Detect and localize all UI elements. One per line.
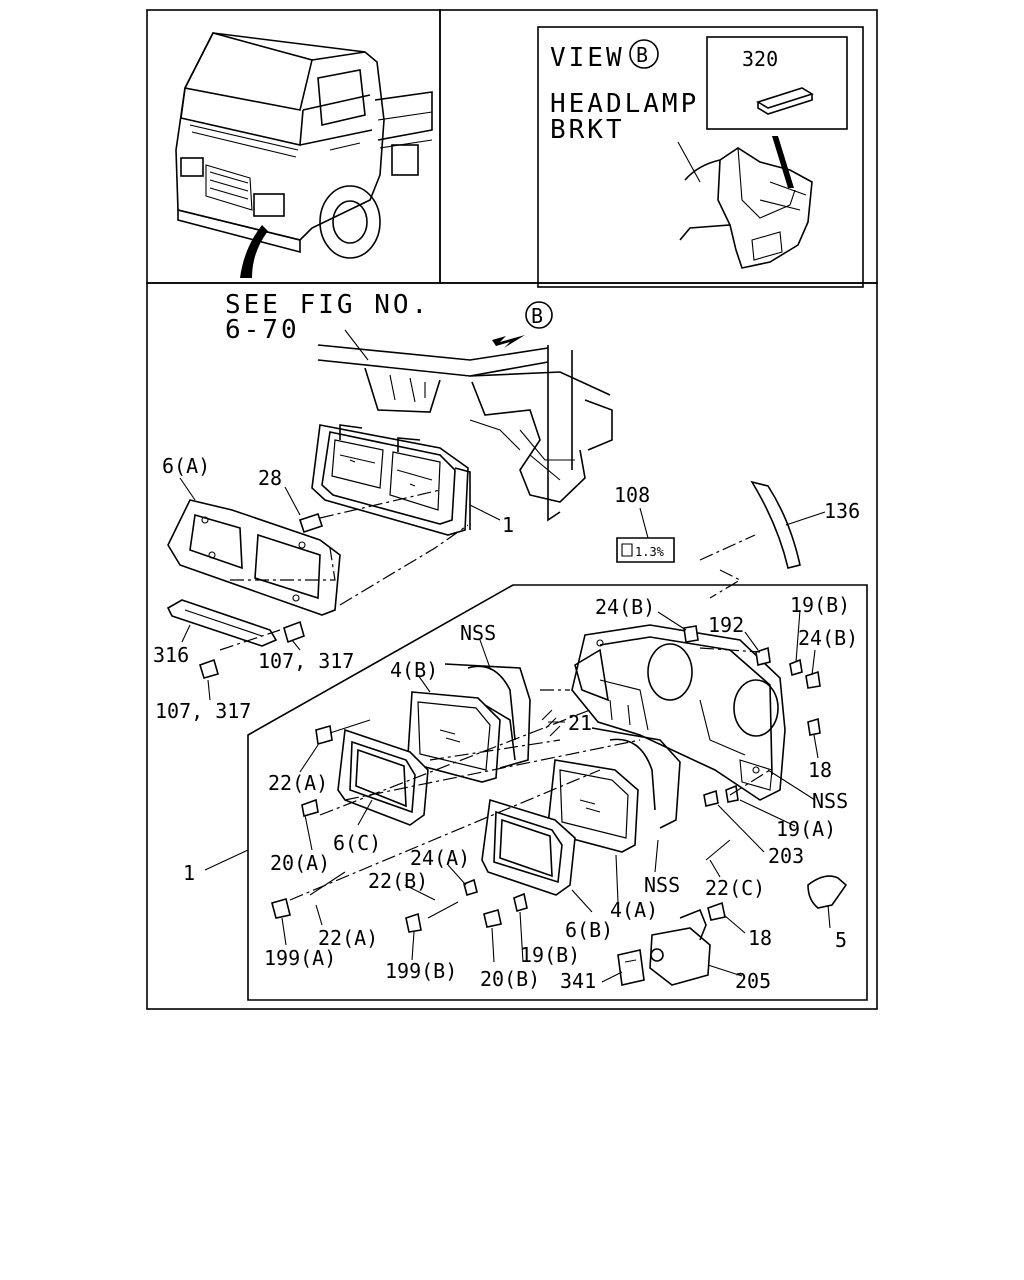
- label-199b: 199(B): [385, 959, 457, 983]
- label-6c: 6(C): [333, 831, 381, 855]
- bezel-6b: [481, 798, 576, 896]
- diagram-frames: [146, 9, 878, 1010]
- leader-lines-upper: [179, 477, 826, 701]
- label-5: 5: [835, 928, 847, 952]
- lower-fasteners: [271, 625, 848, 933]
- label-19b-bottom: 19(B): [520, 943, 580, 967]
- label-nss-bottom: NSS: [644, 873, 680, 897]
- label-22c: 22(C): [705, 876, 765, 900]
- label-107-317-a: 107, 317: [258, 649, 354, 673]
- label-22a-top: 22(A): [268, 771, 328, 795]
- label-24b-right: 24(B): [798, 626, 858, 650]
- label-6b: 6(B): [565, 918, 613, 942]
- label-136: 136: [824, 499, 860, 523]
- label-199a: 199(A): [264, 946, 336, 970]
- sealed-beam-4a: [547, 727, 681, 853]
- label-205: 205: [735, 969, 771, 993]
- label-18-right: 18: [808, 758, 832, 782]
- label-24b-top: 24(B): [595, 595, 655, 619]
- headlamp-bracket: [571, 624, 786, 801]
- view-letter-b: B: [636, 43, 648, 67]
- label-24a: 24(A): [410, 846, 470, 870]
- see-fig-label-2: 6-70: [225, 315, 300, 345]
- label-nss-right: NSS: [812, 789, 848, 813]
- label-4b: 4(B): [390, 658, 438, 682]
- label-6a: 6(A): [162, 454, 210, 478]
- label-20b: 20(B): [480, 967, 540, 991]
- bezel-6a: [167, 499, 341, 616]
- see-fig-label-1: SEE FIG NO.: [225, 290, 430, 320]
- label-108-tag: 1.3%: [635, 545, 665, 559]
- label-22b: 22(B): [368, 869, 428, 893]
- bezel-6c: [337, 728, 429, 826]
- label-203: 203: [768, 844, 804, 868]
- label-320: 320: [742, 47, 778, 71]
- view-b-inset: VIEW B 320 HEADLAMP BRKT: [550, 39, 814, 269]
- label-28: 28: [258, 466, 282, 490]
- headlamp-assembly-upper: [311, 424, 471, 536]
- trim-316: [166, 599, 278, 647]
- view-title: VIEW: [550, 43, 625, 73]
- label-nss-top: NSS: [460, 621, 496, 645]
- headlamp-brkt-label-1: HEADLAMP: [550, 89, 699, 119]
- label-19b-top: 19(B): [790, 593, 850, 617]
- leader-lines-lower: [204, 609, 831, 983]
- arrow-letter-b: B: [531, 304, 543, 328]
- label-108: 108: [614, 483, 650, 507]
- label-22a-bottom: 22(A): [318, 926, 378, 950]
- label-1-upper: 1: [502, 513, 514, 537]
- upper-fasteners: 1.3%: [199, 480, 801, 679]
- label-19a: 19(A): [776, 817, 836, 841]
- part-labels: 6(A) 28 1 108 136 316 107, 317 107, 317 …: [153, 454, 860, 993]
- label-341: 341: [560, 969, 596, 993]
- truck-overview-illustration: [175, 32, 433, 278]
- label-20a: 20(A): [270, 851, 330, 875]
- headlamp-brkt-label-2: BRKT: [550, 115, 625, 145]
- label-316: 316: [153, 643, 189, 667]
- label-18-bottom: 18: [748, 926, 772, 950]
- frame-rail-section: SEE FIG NO. 6-70 B: [225, 290, 613, 522]
- label-107-317-b: 107, 317: [155, 699, 251, 723]
- connector-205-341: [617, 908, 711, 986]
- label-1-lower: 1: [183, 861, 195, 885]
- label-4a: 4(A): [610, 898, 658, 922]
- label-192: 192: [708, 613, 744, 637]
- label-21: 21: [568, 711, 592, 735]
